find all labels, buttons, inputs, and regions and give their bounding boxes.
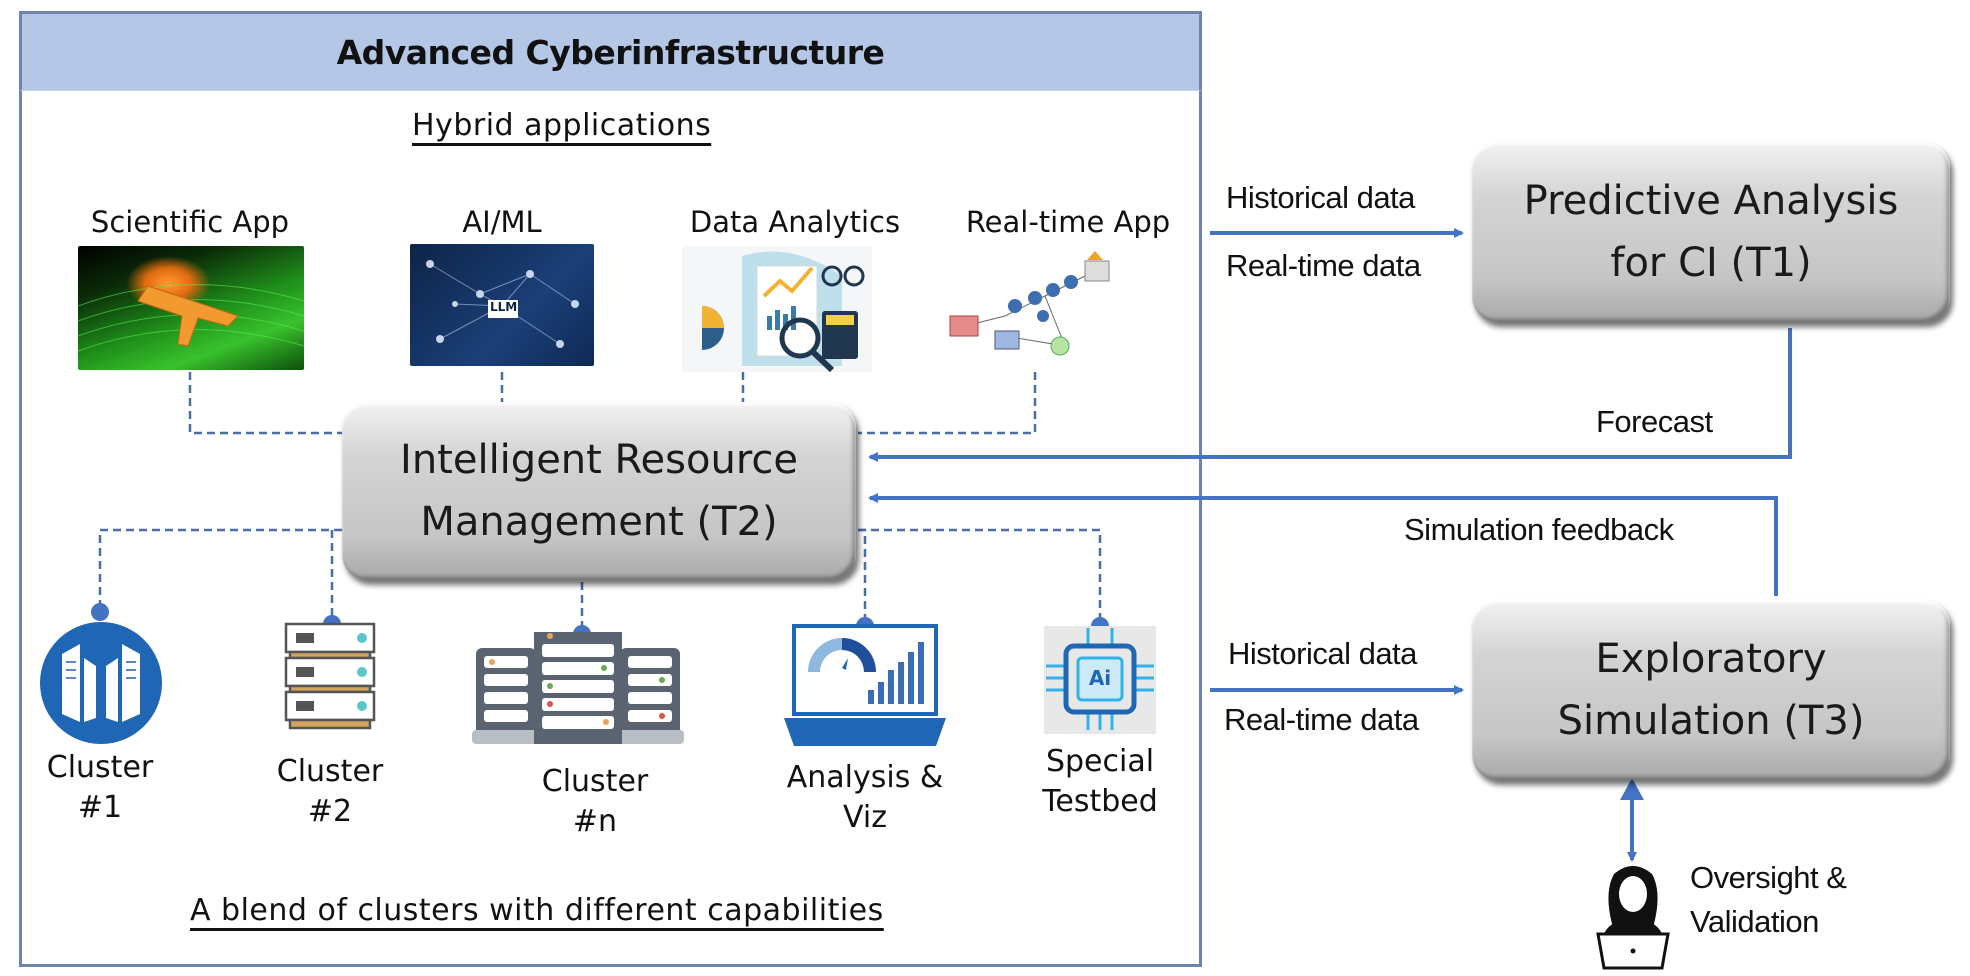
cluster1-line2: #1 [77,790,123,825]
oversight-line2: Validation [1690,904,1819,939]
predictive-analysis-box: Predictive Analysis for CI (T1) [1472,142,1950,322]
ai-chip-badge: Ai [1088,666,1112,690]
server-stack-icon [282,622,378,734]
testbed-line2: Testbed [1042,784,1158,819]
cluster2-line2: #2 [307,794,353,829]
oversight-line1: Oversight & [1690,860,1847,895]
t1-line2: for CI (T1) [1610,240,1812,286]
t2-line1: Intelligent Resource [400,437,798,483]
realtime-app-image [935,246,1135,372]
cluster2-line1: Cluster [276,754,384,789]
apps-heading: Hybrid applications [412,108,712,143]
t3-input-historical: Historical data [1228,636,1417,671]
viz-line2: Viz [843,800,887,835]
datacenter-circle-icon [40,622,162,744]
llm-badge: LLM [490,300,518,314]
resource-label-clustern: Cluster #n [510,762,680,842]
t1-input-realtime: Real-time data [1226,248,1421,283]
laptop-dashboard-icon [784,622,946,748]
panel-header: Advanced Cyberinfrastructure [19,11,1202,91]
app-label-scientific: Scientific App [90,205,290,239]
resource-label-cluster2: Cluster #2 [250,752,410,832]
arrow-simulation-feedback [868,493,1778,596]
dot-cluster1 [91,603,109,621]
app-label-analytics: Data Analytics [689,205,901,239]
server-rack-icon [472,630,684,750]
resource-label-viz: Analysis & Viz [770,758,960,838]
aiml-image: LLM [410,244,594,366]
dashed-link-cluster1 [98,528,342,608]
arrow-forecast [868,328,1792,462]
t3-line2: Simulation (T3) [1557,698,1865,744]
clusters-caption: A blend of clusters with different capab… [190,893,884,928]
viz-line1: Analysis & [786,760,944,795]
oversight-arrow-top-head [1620,778,1644,800]
clustern-line2: #n [572,804,618,839]
t3-input-realtime: Real-time data [1224,702,1419,737]
resource-label-testbed: Special Testbed [1020,742,1180,822]
t1-line1: Predictive Analysis [1523,178,1899,224]
dashed-link-testbed [858,528,1102,625]
t3-line1: Exploratory [1595,636,1827,682]
panel-title: Advanced Cyberinfrastructure [336,32,885,72]
ai-chip-icon: Ai [1044,626,1156,734]
dashed-link-realtime [858,372,1037,435]
dashed-link-scientific [188,372,342,435]
testbed-line1: Special [1045,744,1155,779]
forecast-label: Forecast [1596,404,1713,439]
t2-line2: Management (T2) [420,499,778,545]
app-label-realtime: Real-time App [965,205,1171,239]
clustern-line1: Cluster [541,764,649,799]
scientific-app-image [78,246,304,370]
simulation-feedback-label: Simulation feedback [1404,512,1674,547]
t1-input-historical: Historical data [1226,180,1415,215]
oversight-label: Oversight & Validation [1690,856,1847,944]
cluster1-line1: Cluster [46,750,154,785]
resource-label-cluster1: Cluster #1 [20,748,180,828]
person-laptop-icon [1592,862,1674,970]
dashed-link-viz [858,528,867,625]
data-analytics-image [682,246,872,372]
app-label-aiml: AI/ML [462,205,542,239]
